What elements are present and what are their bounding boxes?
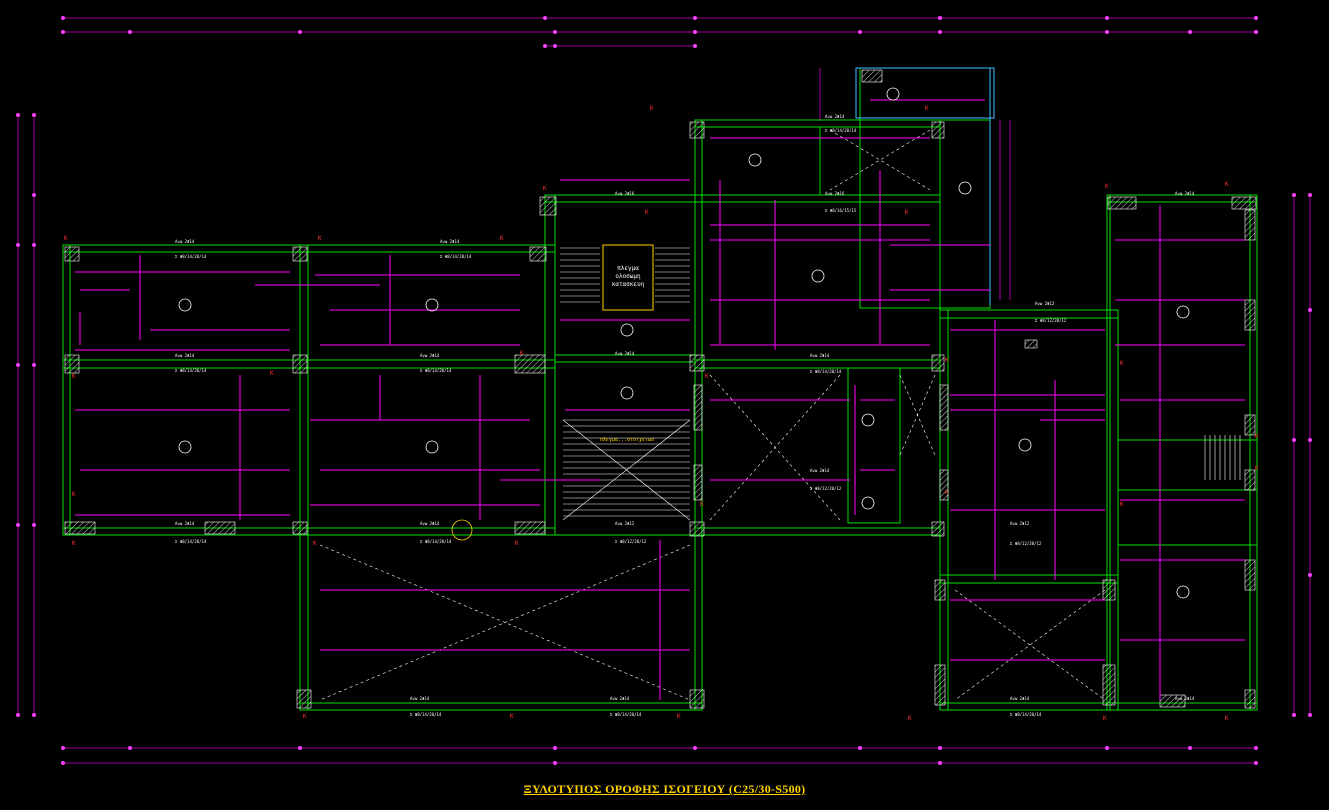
svg-text:Aνω 2Φ12: Aνω 2Φ12 [1035,301,1055,306]
svg-text:K: K [908,715,912,722]
svg-text:K: K [303,713,307,720]
cyan-outlines [855,67,995,305]
svg-text:K: K [1225,715,1229,722]
dimension-lines-bottom [63,747,1256,764]
rebar-lines [75,99,1245,700]
svg-text:Σ Φ8/12/20/12: Σ Φ8/12/20/12 [1035,318,1067,323]
svg-text:K: K [72,373,76,380]
svg-text:K: K [270,370,274,377]
svg-text:Σ Φ8/16/15/15: Σ Φ8/16/15/15 [825,208,857,213]
stair-label-2: ολοσωμη [615,273,641,280]
svg-text:K: K [500,235,504,242]
svg-text:K: K [515,540,519,547]
svg-text:Σ Φ8/12/20/12: Σ Φ8/12/20/12 [615,539,647,544]
svg-text:K: K [1255,465,1259,472]
svg-text:Aνω 2Φ14: Aνω 2Φ14 [610,696,630,701]
svg-text:Σ Φ8/14/20/14: Σ Φ8/14/20/14 [440,254,472,259]
stair-note: πλεγμα...στοιχειωσ [600,437,654,443]
svg-text:Σ Φ8/14/20/14: Σ Φ8/14/20/14 [175,368,207,373]
stair-label-1: πλεγμα [617,265,639,272]
svg-text:Σ Φ8/14/20/14: Σ Φ8/14/20/14 [420,368,452,373]
svg-text:K: K [650,105,654,112]
svg-text:Aνω 2Φ14: Aνω 2Φ14 [420,353,440,358]
svg-text:Aνω 2Φ14: Aνω 2Φ14 [410,696,430,701]
svg-text:Aνω 2Φ14: Aνω 2Φ14 [1175,191,1195,196]
svg-text:K: K [1225,181,1229,188]
dimension-ticks-top [61,16,1258,48]
dimension-lines-top [63,17,1256,47]
svg-text:K: K [510,713,514,720]
svg-text:Aνω 2Φ14: Aνω 2Φ14 [615,351,635,356]
stair-well [602,244,654,311]
openings [319,129,1106,701]
svg-text:Aνω 2Φ14: Aνω 2Φ14 [420,521,440,526]
svg-text:Σ Φ8/14/20/14: Σ Φ8/14/20/14 [175,254,207,259]
columns [64,69,1257,709]
svg-text:Σ Φ8/14/20/14: Σ Φ8/14/20/14 [175,539,207,544]
svg-text:Aνω 2Φ14: Aνω 2Φ14 [175,521,195,526]
svg-text:K: K [520,350,524,357]
svg-text:K: K [945,357,949,364]
svg-text:Aνω 2Φ14: Aνω 2Φ14 [1175,696,1195,701]
dimension-ticks-sides [16,113,1312,717]
svg-text:K: K [905,209,909,216]
svg-text:Σ Φ8/12/20/12: Σ Φ8/12/20/12 [1010,541,1042,546]
slab-markers [178,87,1190,599]
svg-text:K: K [72,540,76,547]
svg-text:K: K [645,209,649,216]
svg-text:Σ Φ8/14/20/14: Σ Φ8/14/20/14 [1010,712,1042,717]
svg-text:K: K [64,235,68,242]
svg-text:K: K [705,373,709,380]
svg-text:Σ Φ8/14/20/14: Σ Φ8/14/20/14 [810,369,842,374]
svg-text:Aνω 2Φ14: Aνω 2Φ14 [175,353,195,358]
stair-right [1204,435,1241,480]
stair-lower [562,419,691,521]
svg-text:K: K [313,540,317,547]
stair-label-3: κατασκευη [612,281,645,288]
svg-text:Σ Φ8/14/20/14: Σ Φ8/14/20/14 [610,712,642,717]
svg-text:K: K [1105,183,1109,190]
svg-text:K: K [1103,715,1107,722]
svg-text:Aνω 2Φ14: Aνω 2Φ14 [810,353,830,358]
beam-annotations: Aνω 2Φ14 Σ Φ8/14/20/14 Aνω 2Φ14 Σ Φ8/14/20… [175,114,1195,717]
dimension-lines-sides [17,68,1311,715]
drawing-title: ΞΥΛΟΤΥΠΟΣ ΟΡΟΦΗΣ ΙΣΟΓΕΙΟΥ (C25/30-S500) [523,782,806,796]
dimension-ticks-bottom [61,746,1258,765]
svg-text:K: K [318,235,322,242]
column-labels: K K K K K K K K K K K K K K K K K K K K K K K K K K K K K K… [64,105,1259,722]
svg-text:Aνω 2Φ14: Aνω 2Φ14 [825,114,845,119]
svg-text:K: K [1255,433,1259,440]
svg-text:K: K [925,105,929,112]
svg-text:K: K [700,501,704,508]
stair-upper [560,247,690,303]
svg-text:K: K [677,713,681,720]
svg-text:Aνω 2Φ14: Aνω 2Φ14 [1010,696,1030,701]
svg-text:K: K [945,489,949,496]
svg-text:Aνω 2Φ14: Aνω 2Φ14 [175,239,195,244]
svg-text:Aνω 2Φ14: Aνω 2Φ14 [440,239,460,244]
svg-text:Σ Φ8/14/20/14: Σ Φ8/14/20/14 [420,539,452,544]
svg-text:Aνω 2Φ16: Aνω 2Φ16 [615,191,635,196]
svg-text:Σ Φ8/14/20/14: Σ Φ8/14/20/14 [410,712,442,717]
svg-text:K: K [72,491,76,498]
svg-text:Σ Φ8/14/20/14: Σ Φ8/14/20/14 [825,128,857,133]
svg-text:K: K [1120,501,1124,508]
svg-text:Σ Φ8/12/20/12: Σ Φ8/12/20/12 [810,486,842,491]
svg-text:Aνω 2Φ12: Aνω 2Φ12 [1010,521,1030,526]
svg-text:Aνω 2Φ16: Aνω 2Φ16 [825,191,845,196]
svg-text:Aνω 2Φ14: Aνω 2Φ14 [810,468,830,473]
svg-text:K: K [1120,360,1124,367]
svg-text:Aνω 2Φ12: Aνω 2Φ12 [615,521,635,526]
svg-text:K: K [543,185,547,192]
